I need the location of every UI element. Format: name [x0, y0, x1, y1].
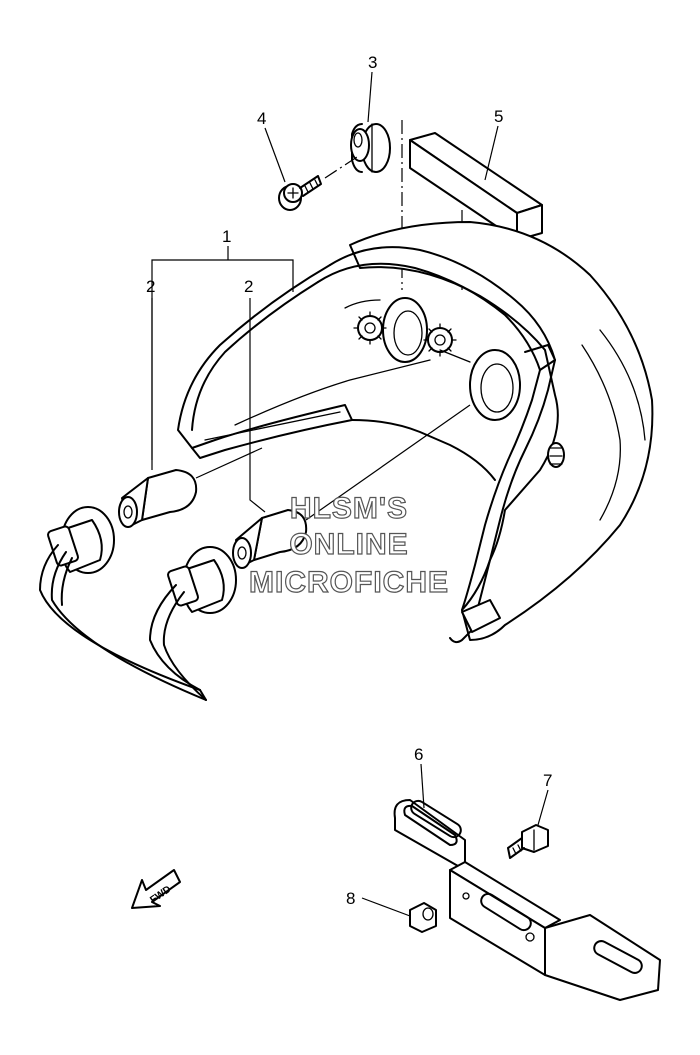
leader-lines-1-2 — [151, 246, 294, 513]
socket-left — [39, 506, 207, 701]
part-6-bracket — [393, 799, 661, 1001]
alignment-line-screw — [324, 154, 361, 179]
bulb-left — [118, 469, 198, 528]
part-8-nut — [409, 902, 437, 933]
bulb-left-guide — [195, 447, 263, 479]
part-7-bolt — [507, 824, 549, 859]
fwd-arrow-icon: FWD — [131, 869, 181, 909]
leader-3 — [367, 71, 373, 123]
callout-7: 7 — [543, 771, 552, 790]
callout-2a: 2 — [146, 277, 155, 296]
leader-8 — [361, 897, 411, 917]
part-5-damper-block — [409, 132, 543, 241]
wire-end — [199, 689, 207, 701]
bulb-right — [232, 509, 308, 569]
watermark: HLSM'S ONLINE MICROFICHE — [248, 491, 449, 599]
callout-5: 5 — [494, 107, 503, 126]
watermark-line-3: MICROFICHE — [249, 566, 449, 599]
socket-right — [149, 546, 237, 701]
callout-6: 6 — [414, 745, 423, 764]
tail-light-housing — [177, 221, 654, 644]
callout-4: 4 — [257, 109, 266, 128]
callout-1: 1 — [222, 227, 231, 246]
part-4-screw — [278, 175, 322, 211]
part-3-grommet — [350, 123, 391, 173]
callout-8: 8 — [346, 889, 355, 908]
leader-4 — [264, 127, 286, 183]
watermark-line-2: ONLINE — [289, 528, 408, 561]
callout-3: 3 — [368, 53, 377, 72]
watermark-line-1: HLSM'S — [290, 492, 408, 525]
callout-2b: 2 — [244, 277, 253, 296]
leader-6 — [420, 763, 425, 809]
leader-5 — [484, 125, 499, 181]
bulb-right-guide — [305, 404, 471, 521]
leader-7 — [537, 789, 549, 826]
